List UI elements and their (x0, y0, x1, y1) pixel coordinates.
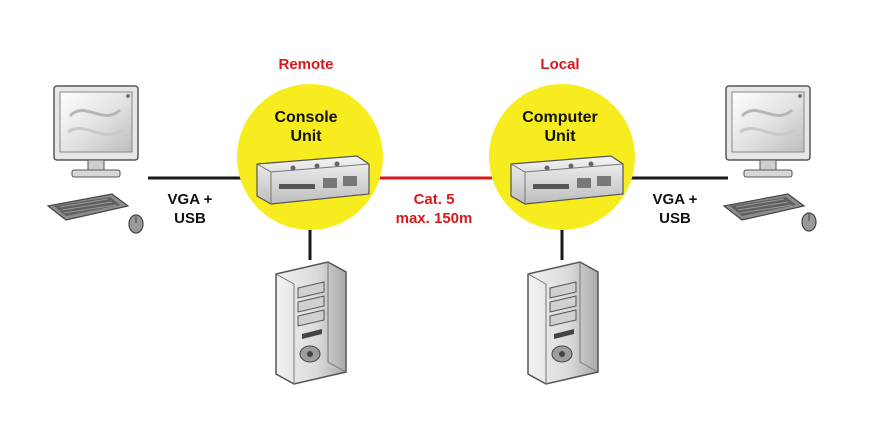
remote-label: Remote (278, 56, 333, 73)
mouse-icon (128, 214, 144, 234)
keyboard-icon (47, 193, 129, 221)
left-link-label-line1: VGA + (168, 191, 213, 208)
console-unit-circle (237, 84, 383, 230)
mouse-icon (801, 212, 817, 232)
keyboard-icon (723, 193, 805, 221)
pc-tower-icon (275, 261, 347, 385)
console-unit-title-line1: Console (274, 109, 337, 126)
monitor-icon (52, 84, 140, 179)
local-label: Local (540, 56, 579, 73)
computer-unit-title-line1: Computer (522, 109, 598, 126)
right-link-label-line2: USB (659, 210, 691, 227)
computer-unit-title-line2: Unit (544, 128, 576, 145)
right-link-label-line1: VGA + (653, 191, 698, 208)
cable-label-line1: Cat. 5 (414, 191, 455, 208)
console-unit-title-line2: Unit (290, 128, 322, 145)
left-link-label-line2: USB (174, 210, 206, 227)
pc-tower-icon (527, 261, 599, 385)
monitor-icon (724, 84, 812, 179)
cable-label-line2: max. 150m (396, 210, 473, 227)
